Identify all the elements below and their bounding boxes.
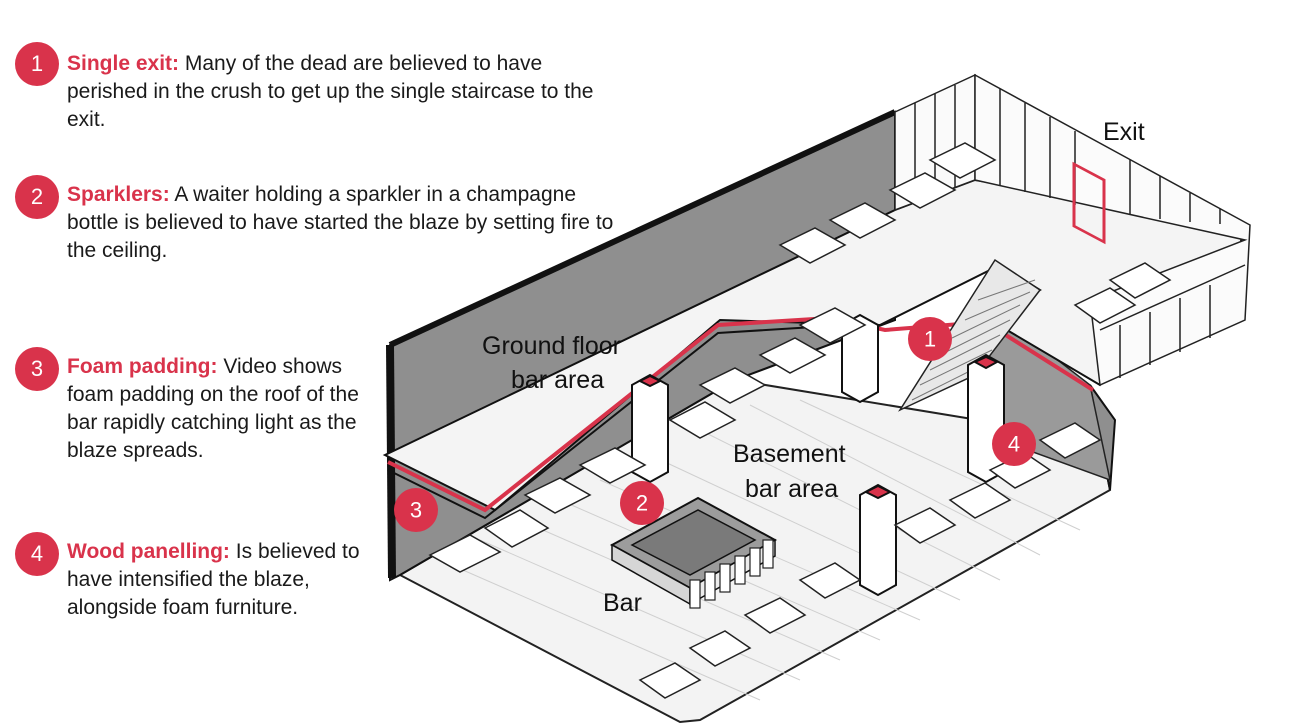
exit-door <box>1072 161 1106 245</box>
legend-title-4: Wood panelling: <box>67 540 230 563</box>
legend-badge-4: 4 <box>15 532 59 576</box>
legend-text-4: Wood panelling: Is believed to have inte… <box>67 538 387 622</box>
bar-stools <box>689 539 774 609</box>
legend-title-2: Sparklers: <box>67 183 170 206</box>
label-basement-1: Basement <box>733 440 846 468</box>
legend-body-2: A waiter holding a sparkler in a champag… <box>67 183 614 262</box>
legend-badge-3: 3 <box>15 347 59 391</box>
legend-body-4: Is believed to have intensified the blaz… <box>67 540 360 619</box>
legend-body-1: Many of the dead are believed to have pe… <box>67 52 594 131</box>
legend-badge-2: 2 <box>15 175 59 219</box>
legend-body-3: Video shows foam padding on the roof of … <box>67 355 359 462</box>
marker-4: 4 <box>992 422 1036 466</box>
marker-1: 1 <box>908 317 952 361</box>
svg-text:4: 4 <box>1008 432 1020 457</box>
label-ground-floor-1: Ground floor <box>482 332 621 360</box>
svg-text:2: 2 <box>636 491 648 516</box>
glass-facade <box>894 73 1251 387</box>
furniture <box>428 142 1172 699</box>
marker-3: 3 <box>394 488 438 532</box>
legend-title-1: Single exit: <box>67 52 180 75</box>
label-exit: Exit <box>1103 118 1145 146</box>
svg-text:3: 3 <box>410 498 422 523</box>
label-basement-2: bar area <box>745 475 838 503</box>
legend-badge-1: 1 <box>15 42 59 86</box>
label-bar: Bar <box>603 589 642 617</box>
label-ground-floor-2: bar area <box>511 366 604 394</box>
legend-title-3: Foam padding: <box>67 355 218 378</box>
svg-text:1: 1 <box>924 327 936 352</box>
marker-2: 2 <box>620 481 664 525</box>
legend-text-3: Foam padding: Video shows foam padding o… <box>67 353 387 465</box>
legend-text-2: Sparklers: A waiter holding a sparkler i… <box>67 181 627 265</box>
legend-text-1: Single exit: Many of the dead are believ… <box>67 50 607 134</box>
